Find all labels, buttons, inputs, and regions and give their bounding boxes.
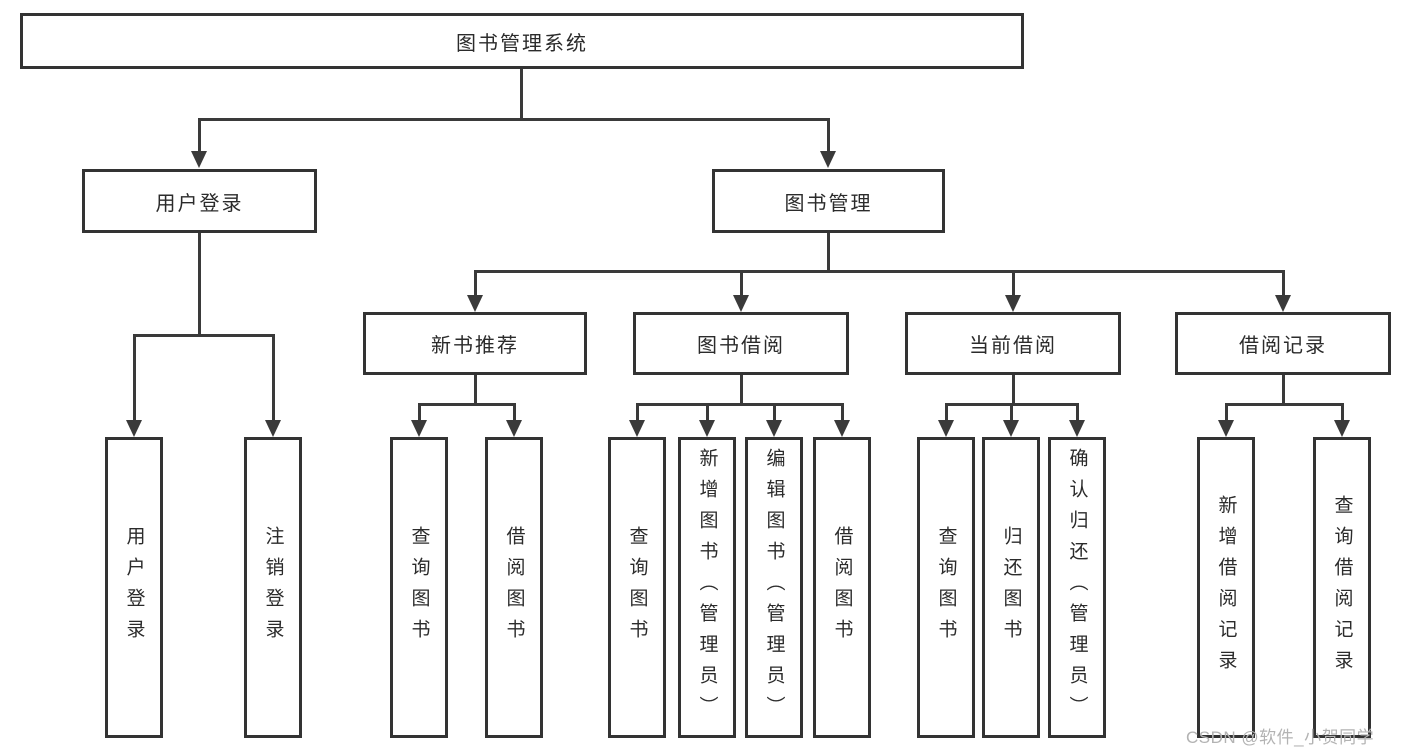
connector-line xyxy=(272,334,275,421)
node-label: 确认归还（管理员） xyxy=(1066,448,1088,727)
connector-line xyxy=(474,270,477,297)
leaf-query-borrow-record: 查询借阅记录 xyxy=(1313,437,1371,738)
node-label: 当前借阅 xyxy=(969,335,1057,357)
leaf-edit-books-admin: 编辑图书（管理员） xyxy=(745,437,803,738)
csdn-watermark: CSDN @软件_小贺同学 xyxy=(1186,728,1375,747)
arrowhead-icon xyxy=(467,295,483,312)
connector-line xyxy=(418,403,421,421)
connector-line xyxy=(636,403,639,421)
connector-line xyxy=(520,69,523,121)
arrowhead-icon xyxy=(1069,420,1085,437)
leaf-logout: 注销登录 xyxy=(244,437,302,738)
node-label: 归还图书 xyxy=(1000,525,1022,650)
node-label: 借阅图书 xyxy=(503,525,525,650)
leaf-add-books-admin: 新增图书（管理员） xyxy=(678,437,736,738)
node-label: 查询图书 xyxy=(626,525,648,650)
connector-line xyxy=(636,403,843,406)
connector-line xyxy=(198,233,201,336)
arrowhead-icon xyxy=(766,420,782,437)
connector-line xyxy=(1012,270,1015,297)
node-current-borrowing: 当前借阅 xyxy=(905,312,1121,375)
node-label: 用户登录 xyxy=(123,525,145,650)
connector-line xyxy=(827,233,830,272)
arrowhead-icon xyxy=(1218,420,1234,437)
node-book-management: 图书管理 xyxy=(712,169,945,233)
node-label: 新增图书（管理员） xyxy=(696,448,718,727)
connector-line xyxy=(1012,375,1015,405)
node-label: 借阅记录 xyxy=(1239,335,1327,357)
connector-line xyxy=(1076,403,1079,421)
connector-line xyxy=(1341,403,1344,421)
connector-line xyxy=(827,118,830,152)
connector-line xyxy=(133,334,274,337)
arrowhead-icon xyxy=(1005,295,1021,312)
arrowhead-icon xyxy=(265,420,281,437)
node-label: 用户登录 xyxy=(155,192,244,215)
node-label: 图书借阅 xyxy=(697,335,785,357)
connector-line xyxy=(945,403,948,421)
arrowhead-icon xyxy=(191,151,207,168)
connector-line xyxy=(133,334,136,421)
arrowhead-icon xyxy=(733,295,749,312)
connector-line xyxy=(198,118,830,121)
leaf-query-books-borrow: 查询图书 xyxy=(608,437,666,738)
arrowhead-icon xyxy=(506,420,522,437)
connector-line xyxy=(418,403,515,406)
node-new-book-recommendation: 新书推荐 xyxy=(363,312,587,375)
connector-line xyxy=(198,118,201,152)
node-label: 借阅图书 xyxy=(831,525,853,650)
node-label: 图书管理系统 xyxy=(456,32,588,55)
arrowhead-icon xyxy=(699,420,715,437)
node-library-management-system: 图书管理系统 xyxy=(20,13,1024,69)
leaf-query-books-current: 查询图书 xyxy=(917,437,975,738)
arrowhead-icon xyxy=(629,420,645,437)
arrowhead-icon xyxy=(411,420,427,437)
node-label: 编辑图书（管理员） xyxy=(763,448,785,727)
leaf-add-borrow-record: 新增借阅记录 xyxy=(1197,437,1255,738)
connector-line xyxy=(740,270,743,297)
node-label: 查询借阅记录 xyxy=(1331,494,1353,681)
arrowhead-icon xyxy=(834,420,850,437)
leaf-user-login: 用户登录 xyxy=(105,437,163,738)
connector-line xyxy=(513,403,516,421)
node-label: 查询图书 xyxy=(935,525,957,650)
connector-line xyxy=(1282,375,1285,405)
leaf-return-books: 归还图书 xyxy=(982,437,1040,738)
node-label: 注销登录 xyxy=(262,525,284,650)
leaf-borrow-books-recommend: 借阅图书 xyxy=(485,437,543,738)
arrowhead-icon xyxy=(126,420,142,437)
connector-line xyxy=(706,403,709,421)
node-user-login: 用户登录 xyxy=(82,169,317,233)
leaf-confirm-return-admin: 确认归还（管理员） xyxy=(1048,437,1106,738)
arrowhead-icon xyxy=(820,151,836,168)
connector-line xyxy=(474,375,477,405)
arrowhead-icon xyxy=(938,420,954,437)
arrowhead-icon xyxy=(1003,420,1019,437)
connector-line xyxy=(474,270,1284,273)
node-book-borrowing: 图书借阅 xyxy=(633,312,849,375)
arrowhead-icon xyxy=(1275,295,1291,312)
node-label: 新书推荐 xyxy=(431,335,519,357)
leaf-borrow-books: 借阅图书 xyxy=(813,437,871,738)
arrowhead-icon xyxy=(1334,420,1350,437)
connector-line xyxy=(1225,403,1228,421)
connector-line xyxy=(1010,403,1013,421)
connector-line xyxy=(773,403,776,421)
node-label: 新增借阅记录 xyxy=(1215,494,1237,681)
connector-line xyxy=(1225,403,1343,406)
node-label: 查询图书 xyxy=(408,525,430,650)
connector-line xyxy=(740,375,743,405)
node-label: 图书管理 xyxy=(784,192,873,215)
connector-line xyxy=(1282,270,1285,297)
node-borrowing-records: 借阅记录 xyxy=(1175,312,1391,375)
leaf-query-books-recommend: 查询图书 xyxy=(390,437,448,738)
connector-line xyxy=(841,403,844,421)
